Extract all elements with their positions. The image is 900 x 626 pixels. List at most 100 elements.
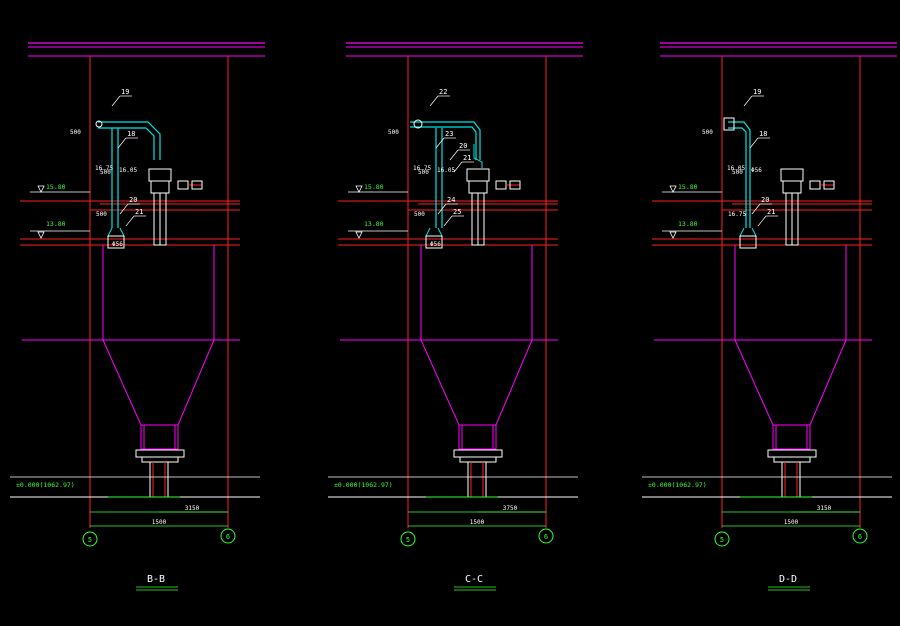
elevation-lower-label: 13.80 [46,220,66,228]
pipe-run [728,127,747,228]
callout-leader [453,161,463,173]
pipe-end-cap [95,120,103,128]
small-annotation: 500 [96,211,107,218]
callout-leader [119,203,129,215]
small-annotation: 16.75 [95,165,113,172]
callout-leader [749,137,759,149]
elevation-marker-lower [669,231,677,239]
small-annotation: 500 [70,129,81,136]
callout-18: 18 [127,130,135,138]
small-annotation: 16.05 [119,167,137,174]
small-annotation: 16.05 [437,167,455,174]
callout-20: 20 [761,196,769,204]
small-annotation: 500 [702,129,713,136]
axis-bubble-right [538,528,554,544]
top-equipment-shaft [785,192,799,246]
small-annotation: Φ56 [112,241,123,248]
elevation-upper-label: 15.80 [46,183,66,191]
section-title: C-C [465,574,483,585]
outlet-flange-lower [141,456,179,463]
section-view-c-c: ±0.000(1062.97) 3750 1500 5 6 15.80 13.80 22 23 2… [328,42,583,591]
callout-20: 20 [129,196,137,204]
callout-19: 19 [753,88,761,96]
callout-22: 22 [439,88,447,96]
small-annotation: Φ56 [430,241,441,248]
small-annotation: 16.75 [728,211,746,218]
callout-leader [443,215,453,227]
axis-label-left: 5 [88,536,92,544]
elevation-lower-label: 13.80 [364,220,384,228]
dim-total-label: 1500 [784,519,799,526]
side-valve [191,180,203,190]
pipe-branch [473,144,483,168]
ground-elevation-label: ±0.000(1062.97) [648,481,707,489]
small-annotation: 500 [388,129,399,136]
callout-25: 25 [453,208,461,216]
callout-leader [449,149,459,161]
callout-21: 21 [767,208,775,216]
elevation-upper-label: 15.80 [678,183,698,191]
callout-leader [435,137,445,149]
axis-bubble-left [714,531,730,547]
ground-elevation-label: ±0.000(1062.97) [334,481,393,489]
dim-small-label: 3750 [503,505,518,512]
axis-bubble-right [220,528,236,544]
nozzle-box [739,235,757,249]
axis-label-left: 5 [406,536,410,544]
pipe-end-cap [723,117,735,131]
dim-small-label: 3150 [185,505,200,512]
side-valve [509,180,521,190]
pipe-run [728,121,751,228]
pipe-run [410,126,477,160]
callout-24: 24 [447,196,455,204]
ground-elevation-label: ±0.000(1062.97) [16,481,75,489]
callout-leader [751,203,761,215]
callout-23: 23 [445,130,453,138]
callout-20: 20 [459,142,467,150]
small-annotation: 500 [732,169,743,176]
small-annotation: 500 [414,211,425,218]
elevation-upper-label: 15.80 [364,183,384,191]
axis-bubble-left [400,531,416,547]
axis-label-right: 6 [226,533,230,541]
callout-leader [429,95,439,107]
callout-leader [757,215,767,227]
callout-19: 19 [121,88,129,96]
small-annotation: Φ56 [751,167,762,174]
outlet-flange-lower [459,456,497,463]
callout-leader [111,95,121,107]
dim-total-label: 1500 [470,519,485,526]
axis-label-right: 6 [544,533,548,541]
elevation-marker-upper [37,185,45,193]
callout-leader [125,215,135,227]
callout-21: 21 [135,208,143,216]
axis-label-left: 5 [720,536,724,544]
silo-outlet [458,424,497,450]
dim-small-label: 3150 [817,505,832,512]
small-annotation: 16.05 [727,165,745,172]
pipe-run [98,127,155,160]
pipe-run [98,121,161,160]
top-equipment-shaft [471,192,485,246]
pipe-end-cap [413,119,423,129]
nozzle-box [107,235,125,249]
callout-leader [437,203,447,215]
elevation-marker-upper [355,185,363,193]
axis-bubble-right [852,528,868,544]
axis-label-right: 6 [858,533,862,541]
section-title: D-D [779,574,797,585]
elevation-marker-lower [37,231,45,239]
callout-21: 21 [463,154,471,162]
callout-leader [117,137,127,149]
nozzle-box [425,235,443,249]
small-annotation: 500 [418,169,429,176]
elevation-marker-lower [355,231,363,239]
silo-outlet [772,424,811,450]
pipe-run [410,121,481,160]
dim-total-label: 1500 [152,519,167,526]
elevation-marker-upper [669,185,677,193]
small-annotation: 16.75 [413,165,431,172]
